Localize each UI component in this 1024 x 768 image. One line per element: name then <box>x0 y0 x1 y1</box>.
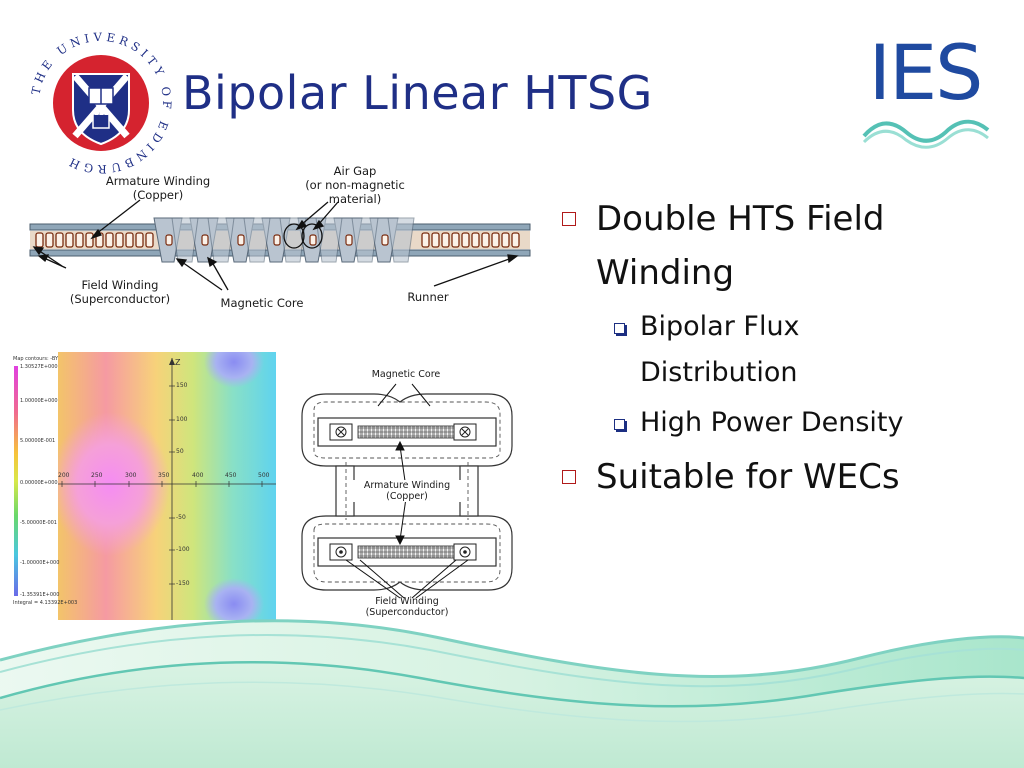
y-tick-150: 150 <box>176 382 188 389</box>
armature-winding-label-line1: Armature Winding <box>105 174 211 188</box>
cross-armature-label-line2: (Copper) <box>386 491 428 502</box>
bullet-suitable-wecs: Suitable for WECs <box>562 450 1002 504</box>
legend-value-3: 5.00000E-001 <box>20 438 56 444</box>
magnetic-core-label: Magnetic Core <box>220 296 304 310</box>
cross-armature-label: Armature Winding (Copper) <box>352 480 462 502</box>
bullet-double-hts-line2: Winding <box>596 253 735 293</box>
cross-armature-label-line1: Armature Winding <box>363 480 451 491</box>
x-tick-500: 500 <box>258 472 270 479</box>
y-tick-minus-100: -100 <box>176 546 190 553</box>
legend-value-1: 1.30527E+000 <box>20 364 58 370</box>
bullet-bipolar-flux-line2: Distribution <box>640 357 798 388</box>
legend-title: Map contours: -BY <box>13 356 59 362</box>
cross-field-label: Field Winding (Superconductor) <box>352 596 462 618</box>
air-gap-label-line3: material) <box>328 192 382 206</box>
air-gap-label: Air Gap (or non-magnetic material) <box>300 164 410 206</box>
y-tick-50: 50 <box>176 448 184 455</box>
x-tick-300: 300 <box>125 472 137 479</box>
y-tick-minus-50: -50 <box>176 514 186 521</box>
legend-value-2: 1.00000E+000 <box>20 398 58 404</box>
bullet-bipolar-flux-line1: Bipolar Flux <box>640 311 800 342</box>
air-gap-label-line1: Air Gap <box>333 164 377 178</box>
bullet-double-hts-line1: Double HTS Field <box>596 199 885 239</box>
runner-label: Runner <box>407 290 449 304</box>
bullet-double-hts: Double HTS Field Winding <box>562 192 1002 300</box>
bullet-square-icon <box>614 419 625 430</box>
x-tick-250: 250 <box>91 472 103 479</box>
cross-section-diagram: Magnetic Core Armature Winding (Copper) … <box>296 366 518 622</box>
legend-value-4: 0.00000E+000 <box>20 480 58 486</box>
bullet-square-icon <box>562 470 576 484</box>
university-of-edinburgh-logo: THE UNIVERSITY OF EDINBURGH <box>28 30 170 176</box>
ies-logo: IES <box>858 28 992 154</box>
air-gap-label-line2: (or non-magnetic <box>305 178 405 192</box>
field-winding-label-line2: (Superconductor) <box>69 292 171 306</box>
y-tick-minus-150: -150 <box>176 580 190 587</box>
flux-contour-map <box>12 352 276 620</box>
slide-title: Bipolar Linear HTSG <box>182 66 653 120</box>
bullet-square-icon <box>562 212 576 226</box>
bullet-suitable-wecs-line1: Suitable for WECs <box>596 457 900 497</box>
legend-integral: Integral = 4.13392E+003 <box>13 600 78 606</box>
field-winding-label-line1: Field Winding <box>81 278 159 292</box>
legend-value-6: -1.00000E+000 <box>20 560 60 566</box>
x-tick-450: 450 <box>225 472 237 479</box>
bullet-bipolar-flux: Bipolar Flux Distribution <box>562 304 1002 396</box>
bullet-square-icon <box>614 323 625 334</box>
y-tick-100: 100 <box>176 416 188 423</box>
cross-magnetic-core-label: Magnetic Core <box>371 369 441 380</box>
bullet-high-power-line1: High Power Density <box>640 407 904 438</box>
legend-value-5: -5.00000E-001 <box>20 520 57 526</box>
field-winding-label: Field Winding (Superconductor) <box>62 278 178 306</box>
legend-value-7: -1.35391E+000 <box>20 592 60 598</box>
armature-winding-label: Armature Winding (Copper) <box>98 174 218 202</box>
linear-generator-diagram: Armature Winding (Copper) Air Gap (or no… <box>22 160 538 316</box>
linear-generator-drawing <box>29 199 531 291</box>
bullet-list: Double HTS Field Winding Bipolar Flux Di… <box>562 192 1002 508</box>
flux-contour-plot: Map contours: -BY 1.30527E+000 1.00000E+… <box>12 352 276 620</box>
bullet-high-power: High Power Density <box>562 400 1002 446</box>
x-tick-200: 200 <box>58 472 70 479</box>
ies-wave-icon <box>862 119 990 149</box>
ies-logo-text: IES <box>868 28 984 117</box>
decorative-waves <box>0 619 1024 768</box>
contour-axis-label: Z <box>175 358 181 367</box>
cross-field-label-line2: (Superconductor) <box>365 607 449 618</box>
cross-field-label-line1: Field Winding <box>375 596 439 607</box>
x-tick-400: 400 <box>192 472 204 479</box>
armature-winding-label-line2: (Copper) <box>132 188 184 202</box>
x-tick-350: 350 <box>158 472 170 479</box>
